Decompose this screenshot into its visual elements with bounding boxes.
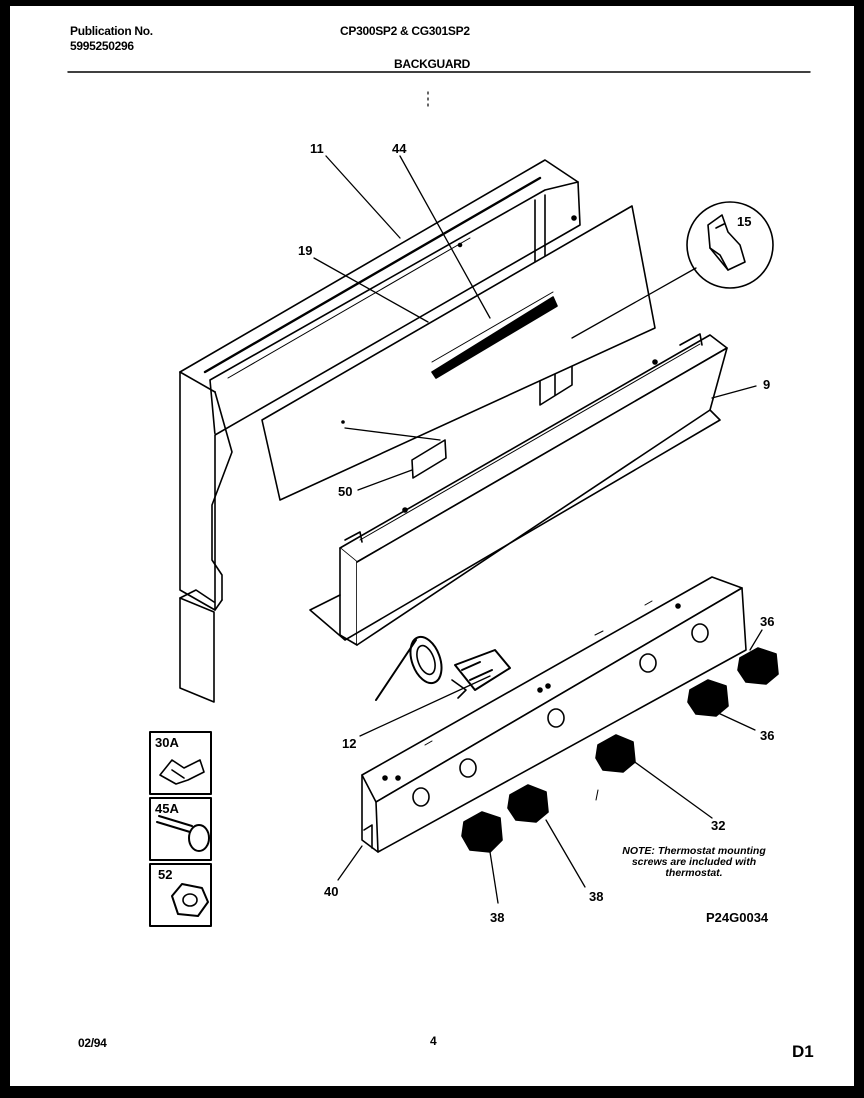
callout-36-middle: 36: [760, 728, 775, 743]
callout-36-top: 36: [760, 614, 775, 629]
backguard-lower-edge: [180, 590, 214, 602]
knob-38-second: [508, 785, 548, 822]
note-line-1: NOTE: Thermostat mounting: [622, 845, 766, 857]
note-line-3: thermostat.: [665, 867, 723, 879]
thermostat-note: NOTE: Thermostat mounting screws are inc…: [604, 846, 784, 879]
control-panel-glass: [262, 206, 655, 500]
knob-32: [596, 735, 635, 772]
legend-box-52: [150, 864, 211, 926]
publication-number: 5995250296: [70, 39, 134, 53]
leader-lines: [314, 156, 762, 903]
hex-nut-icon: [172, 884, 208, 916]
legend-label-45a: 45A: [155, 801, 179, 816]
callout-50: 50: [338, 484, 353, 499]
legend-box-30a: [150, 732, 211, 794]
control-knobs: [462, 648, 778, 852]
footer-page-number: 4: [430, 1034, 437, 1048]
footer-date: 02/94: [78, 1036, 107, 1050]
hardware-legend: [150, 732, 211, 926]
legend-label-52: 52: [158, 867, 173, 882]
knob-36-end: [738, 648, 778, 684]
callout-19: 19: [298, 243, 313, 258]
publication-label: Publication No.: [70, 24, 153, 38]
figure-id: P24G0034: [706, 910, 769, 925]
callout-9: 9: [763, 377, 771, 392]
callout-11: 11: [310, 141, 324, 156]
callout-15: 15: [737, 214, 752, 229]
knob-38-front: [462, 812, 502, 852]
clip-detail-circle: [687, 202, 773, 288]
callout-38-left: 38: [490, 910, 505, 925]
legend-box-45a: [150, 798, 211, 860]
control-panel-trim: [310, 334, 727, 645]
callout-12: 12: [342, 736, 357, 751]
callout-32: 32: [711, 818, 726, 833]
section-title: BACKGUARD: [394, 57, 470, 71]
backguard-lower-section: [180, 598, 214, 702]
footer-section-code: D1: [792, 1042, 814, 1061]
wing-nut-icon: [160, 760, 204, 784]
model-numbers: CP300SP2 & CG301SP2: [340, 24, 470, 38]
note-line-2: screws are included with: [631, 856, 757, 868]
bolt-icon: [157, 816, 192, 832]
knob-36-middle: [688, 680, 728, 716]
legend-label-30a: 30A: [155, 735, 179, 750]
callout-38-right: 38: [589, 889, 604, 904]
callout-44: 44: [392, 141, 407, 156]
manifold-panel: [362, 577, 746, 852]
thermostat: [376, 633, 510, 700]
callout-40: 40: [324, 884, 339, 899]
